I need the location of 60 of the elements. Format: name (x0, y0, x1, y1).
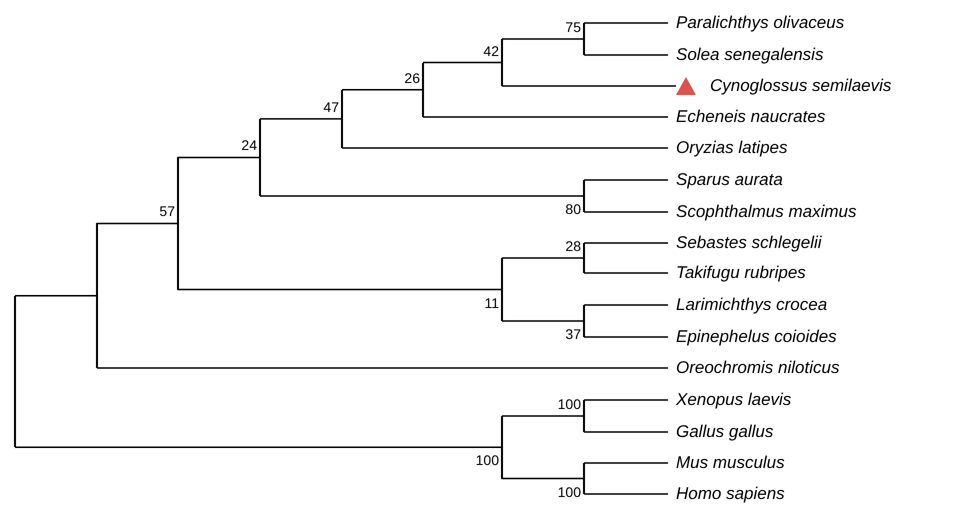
species-label: Sebastes schlegelii (668, 232, 822, 254)
species-label: Takifugu rubripes (668, 262, 806, 284)
tree-branch (584, 493, 668, 495)
tree-branch (502, 478, 583, 480)
bootstrap-value: 11 (484, 294, 499, 310)
tree-branch (584, 399, 668, 401)
tree-branch (178, 156, 259, 158)
species-label: Sparus aurata (668, 169, 783, 191)
tree-branch (584, 336, 668, 338)
tree-branch (260, 118, 341, 120)
tree-branch (502, 85, 676, 87)
tree-branch (423, 62, 501, 64)
species-label: Gallus gallus (668, 421, 774, 443)
tree-branch (584, 22, 668, 24)
tree-branch (502, 38, 583, 40)
species-label: Cynoglossus semilaevis (702, 75, 892, 97)
tree-branch (97, 367, 668, 369)
tree-branch (342, 147, 668, 149)
species-label: Paralichthys olivaceus (668, 12, 844, 34)
bootstrap-value: 100 (558, 396, 581, 412)
bootstrap-value: 47 (323, 98, 339, 115)
species-label: Larimichthys crocea (668, 294, 828, 316)
triangle-marker (676, 77, 696, 95)
tree-branch (15, 294, 96, 296)
bootstrap-value: 24 (241, 137, 257, 154)
tree-branch (502, 257, 583, 259)
tree-branch (342, 89, 422, 90)
species-label: Xenopus laevis (668, 389, 792, 411)
species-label: Oreochromis niloticus (668, 357, 840, 379)
tree-branch (584, 54, 668, 56)
tree-branch (260, 195, 583, 197)
species-label: Homo sapiens (668, 483, 785, 505)
tree-branch (178, 288, 501, 290)
tree-branch (584, 462, 668, 464)
bootstrap-value: 37 (565, 326, 581, 342)
bootstrap-value: 42 (483, 42, 499, 58)
bootstrap-value: 80 (565, 201, 581, 217)
tree-branch (97, 222, 177, 224)
species-label: Scophthalmus maximus (668, 201, 856, 223)
tree-branch (584, 431, 668, 433)
bootstrap-value: 100 (558, 484, 581, 500)
tree-branch (423, 116, 668, 118)
tree-branch (15, 446, 501, 448)
tree-branch (584, 272, 668, 274)
tree-branch (584, 304, 668, 306)
species-label: Oryzias latipes (668, 137, 788, 159)
species-label: Echeneis naucrates (668, 106, 826, 128)
bootstrap-value: 100 (476, 452, 499, 468)
tree-branch (502, 320, 583, 322)
bootstrap-value: 57 (159, 203, 175, 220)
tree-branch (584, 211, 668, 213)
bootstrap-value: 28 (565, 238, 581, 254)
bootstrap-value: 26 (404, 70, 420, 86)
tree-branch (502, 415, 583, 417)
bootstrap-value: 75 (565, 19, 581, 35)
species-label: Mus musculus (668, 452, 785, 474)
tree-branch (584, 242, 668, 244)
tree-branch (584, 179, 668, 181)
species-label: Epinephelus coioides (668, 326, 837, 348)
species-label: Solea senegalensis (668, 44, 824, 66)
